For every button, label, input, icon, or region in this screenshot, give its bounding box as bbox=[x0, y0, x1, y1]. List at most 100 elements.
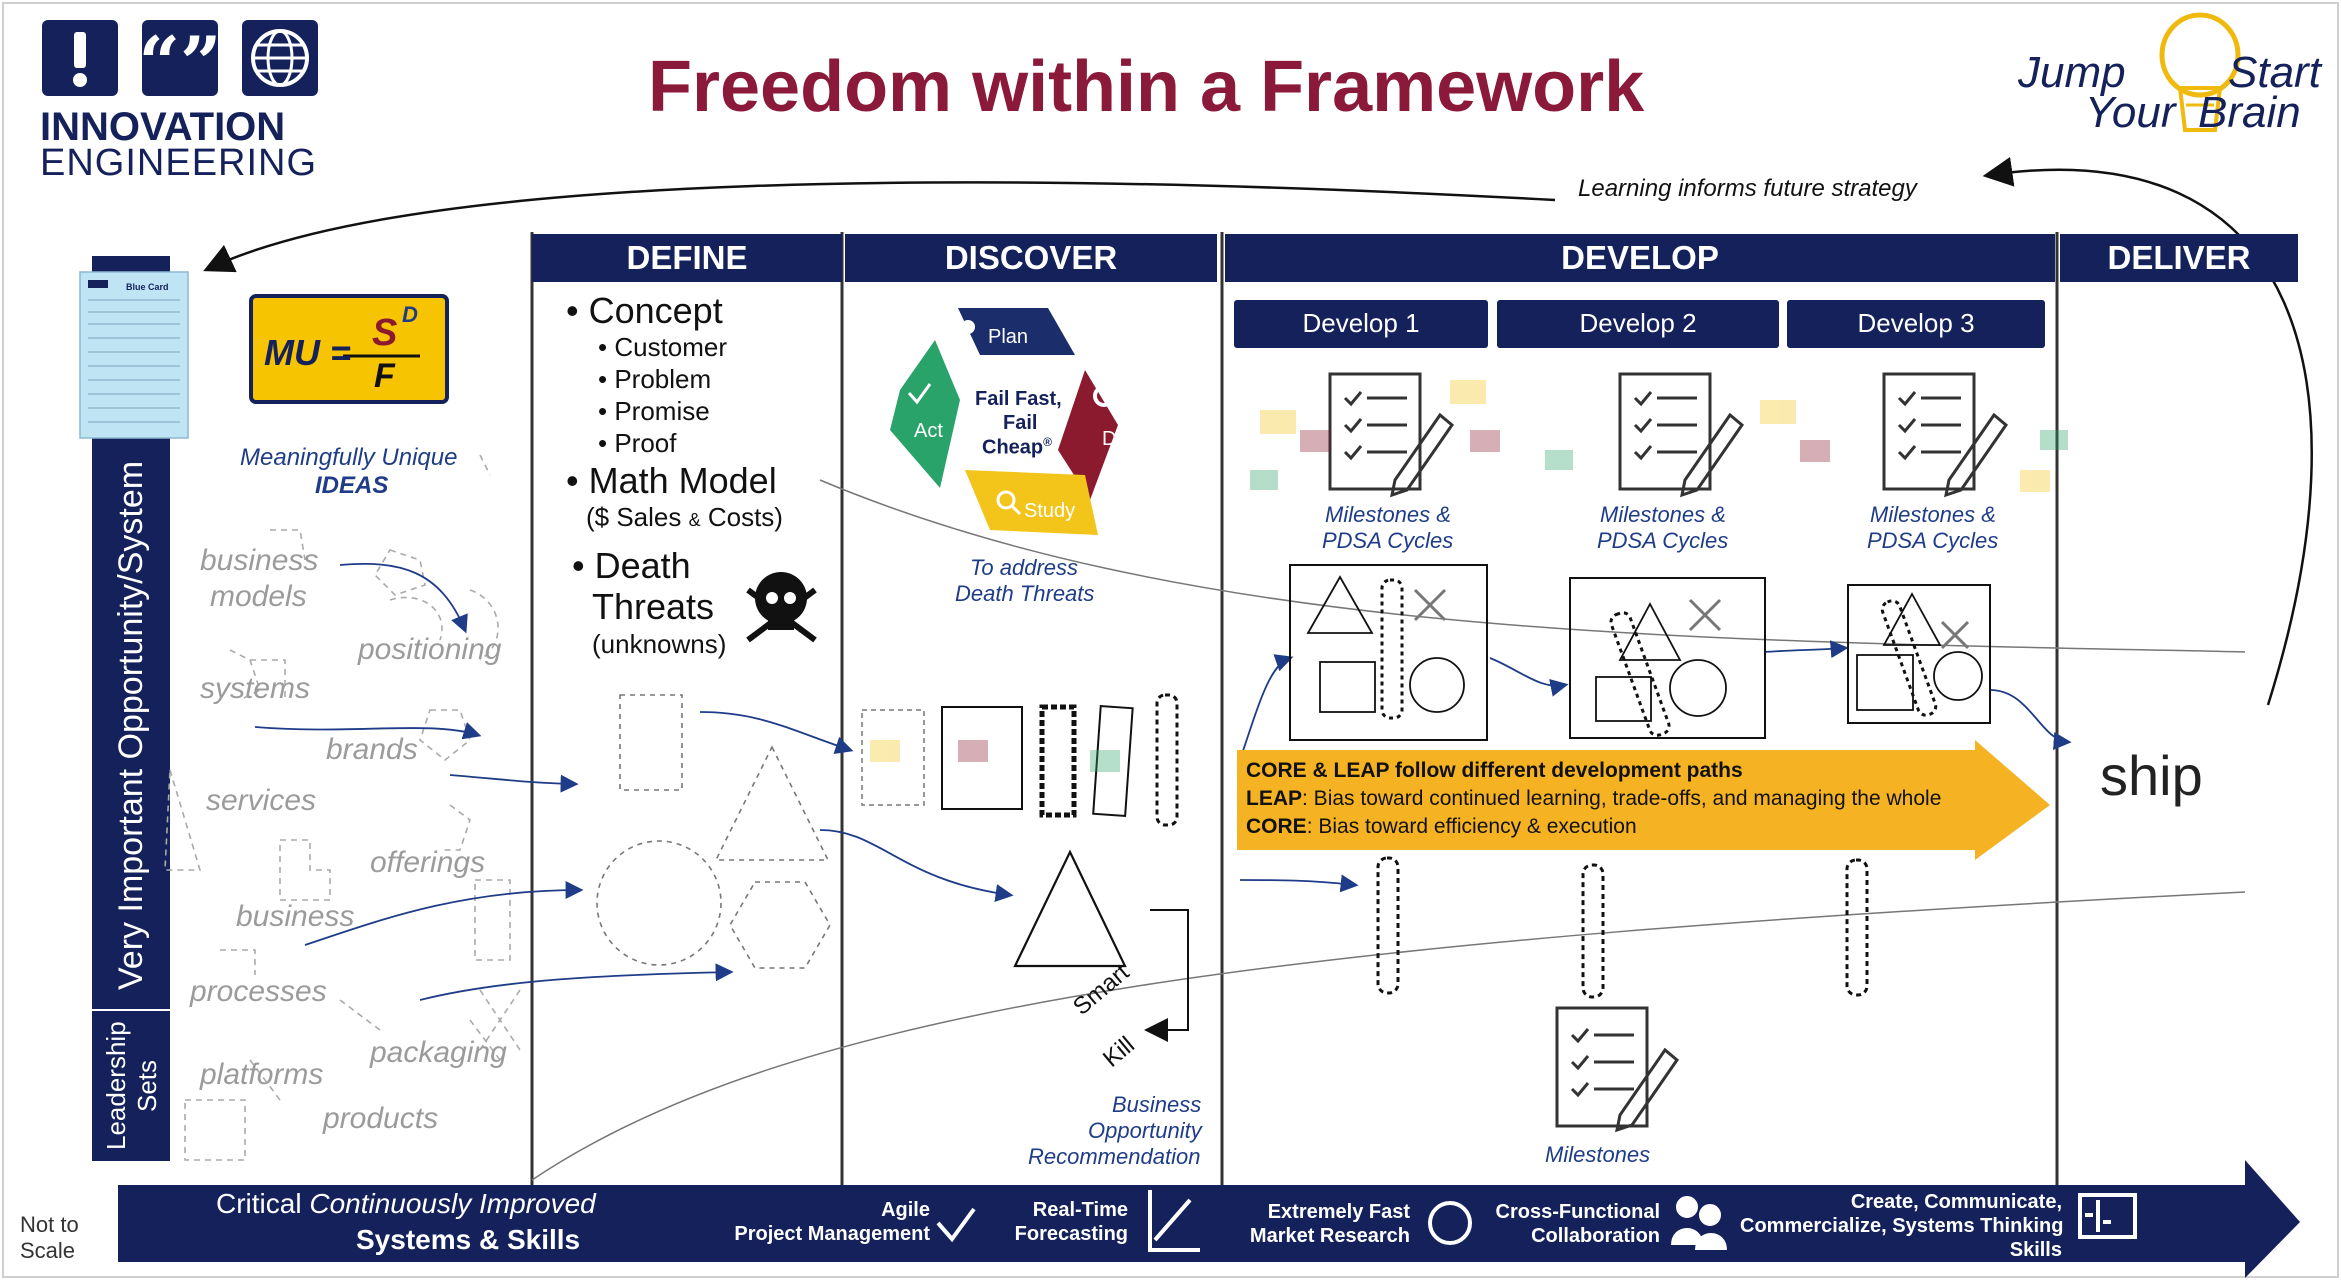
phase-define: DEFINE bbox=[532, 234, 842, 282]
mr-2: Market Research bbox=[1249, 1225, 1410, 1247]
curve-upper bbox=[819, 479, 2246, 653]
recommendation-1: Business bbox=[1112, 1092, 1202, 1117]
dev1-milestones-1: Milestones & bbox=[1325, 502, 1451, 527]
vertical-opportunity-label: Very Important Opportunity/System bbox=[112, 460, 150, 990]
recommendation-3: Recommendation bbox=[1028, 1144, 1201, 1169]
idea-positioning: positioning bbox=[358, 633, 502, 666]
leap-label: LEAP bbox=[1246, 787, 1303, 810]
define-math-model: • Math Model bbox=[566, 460, 777, 501]
recommendation-2: Opportunity bbox=[1088, 1118, 1202, 1143]
feedback-label: Learning informs future strategy bbox=[1578, 175, 1917, 202]
pdsa-cycle bbox=[890, 308, 1118, 535]
logo-jump: Jump bbox=[2018, 48, 2126, 97]
forecast-chart-icon bbox=[1148, 1190, 1200, 1252]
cycle-center-3-text: Cheap bbox=[982, 436, 1044, 459]
idea-services: services bbox=[206, 784, 317, 817]
dev2-milestones-1: Milestones & bbox=[1600, 502, 1726, 527]
cycle-center-3: Cheap® bbox=[982, 435, 1052, 460]
dev3-milestones-2: PDSA Cycles bbox=[1867, 528, 1999, 553]
core-label: CORE bbox=[1246, 815, 1307, 838]
rt-1: Real-Time bbox=[1032, 1199, 1128, 1221]
define-death-2: Threats bbox=[592, 586, 715, 627]
logo-start: Start bbox=[2228, 48, 2321, 97]
logo-brain: Brain bbox=[2198, 88, 2301, 137]
faded-icons bbox=[870, 380, 2068, 772]
mu-caption-1: Meaningfully Unique bbox=[240, 444, 458, 471]
idea-offerings: offerings bbox=[370, 846, 486, 879]
mr-1: Extremely Fast bbox=[1267, 1201, 1410, 1223]
define-customer: • Customer bbox=[598, 332, 728, 362]
cf-1: Cross-Functional bbox=[1495, 1201, 1660, 1223]
logo-text-engineering: ENGINEERING bbox=[40, 142, 318, 184]
prototype-sequence bbox=[861, 693, 1189, 1042]
define-concept-text: Concept bbox=[588, 290, 723, 331]
vertical-sets-label: Sets bbox=[132, 1059, 162, 1112]
create-communicate-label: Create, Communicate,Commercialize, Syste… bbox=[1740, 1190, 2063, 1262]
logo-your: Your bbox=[2085, 88, 2176, 137]
mu-numerator: S bbox=[372, 312, 398, 354]
define-death-1-text: Death bbox=[594, 545, 691, 586]
idea-shapes bbox=[164, 454, 521, 1161]
ship-label: ship bbox=[2100, 744, 2203, 807]
dev2-milestones-2: PDSA Cycles bbox=[1597, 528, 1729, 553]
study-segment bbox=[965, 470, 1098, 535]
idea-brands: brands bbox=[326, 733, 418, 766]
blue-card-document bbox=[79, 271, 189, 439]
skull-crossbones-icon bbox=[746, 572, 817, 643]
dev3-milestones-1: Milestones & bbox=[1870, 502, 1996, 527]
idea-systems: systems bbox=[200, 672, 311, 705]
leap-text: : Bias toward continued learning, trade-… bbox=[1302, 787, 1942, 810]
act-segment bbox=[890, 340, 960, 488]
idea-business-models-2: models bbox=[210, 580, 307, 613]
phase-develop: DEVELOP bbox=[1225, 234, 2055, 282]
arrow-core: CORE: Bias toward efficiency & execution bbox=[1246, 815, 1637, 839]
checklist-icons bbox=[1328, 372, 2009, 1133]
define-dashed-shapes bbox=[596, 694, 831, 969]
define-promise-text: Promise bbox=[614, 396, 710, 426]
agile-2: Project Management bbox=[734, 1223, 930, 1245]
define-customer-text: Customer bbox=[614, 332, 728, 362]
board-icon bbox=[2078, 1193, 2137, 1239]
idea-business: business bbox=[236, 900, 355, 933]
define-problem-text: Problem bbox=[614, 364, 712, 394]
phase-discover: DISCOVER bbox=[845, 234, 1217, 282]
milestone-markers bbox=[1376, 856, 1869, 999]
dev1-milestones-2: PDSA Cycles bbox=[1322, 528, 1454, 553]
feedback-arrow-right bbox=[1982, 156, 2313, 706]
cc-1: Create, Communicate, bbox=[1850, 1191, 2062, 1213]
idea-platforms: platforms bbox=[200, 1058, 324, 1091]
idea-processes: processes bbox=[190, 975, 327, 1008]
cycle-do-label: Do bbox=[1102, 428, 1128, 450]
milestones-label: Milestones bbox=[1545, 1142, 1651, 1167]
define-unknowns: (unknowns) bbox=[592, 629, 727, 659]
arrow-leap: LEAP: Bias toward continued learning, tr… bbox=[1246, 787, 1941, 811]
plan-segment bbox=[958, 308, 1075, 355]
feedback-arrow-left bbox=[203, 181, 1556, 273]
core-leap-arrow bbox=[1237, 740, 2050, 860]
core-text: : Bias toward efficiency & execution bbox=[1306, 815, 1637, 838]
svg-text:“”: “” bbox=[139, 20, 222, 105]
define-concept: • Concept bbox=[566, 290, 723, 331]
blue-card-title: Blue Card bbox=[126, 282, 169, 292]
define-death-1: • Death bbox=[572, 545, 691, 586]
critical-1a: Critical bbox=[216, 1188, 310, 1219]
define-promise: • Promise bbox=[598, 396, 710, 426]
define-math-detail: ($ Sales & Costs) bbox=[586, 502, 783, 533]
agile-1: Agile bbox=[881, 1199, 930, 1221]
pie-chart-icon bbox=[1428, 1201, 1472, 1245]
check-icon bbox=[936, 1207, 976, 1243]
footer-icons bbox=[936, 1190, 2137, 1252]
define-math-model-text: Math Model bbox=[588, 460, 777, 501]
math-detail-b: Costs) bbox=[700, 502, 783, 532]
lightbulb-icon bbox=[2159, 12, 2241, 132]
logo-text-innovation: INNOVATION bbox=[40, 105, 286, 149]
define-proof: • Proof bbox=[598, 428, 677, 458]
mu-denominator: F bbox=[374, 357, 395, 395]
mu-formula-label: MU = bbox=[264, 332, 352, 373]
math-detail-amp: & bbox=[688, 510, 701, 530]
